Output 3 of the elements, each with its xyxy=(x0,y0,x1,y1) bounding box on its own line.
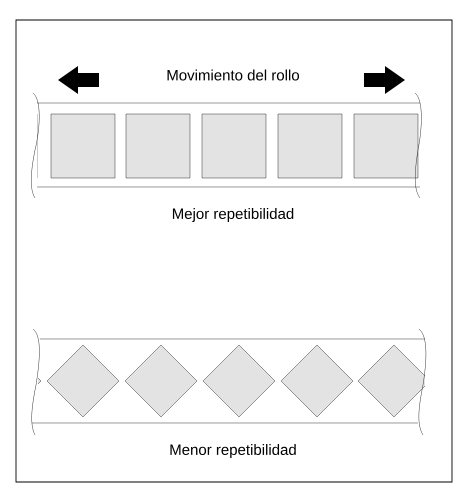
caption: Menor repetibilidad xyxy=(170,444,296,458)
caption: Movimiento del rollo xyxy=(168,70,300,80)
caption: Mejor repetibilidad xyxy=(172,208,294,222)
